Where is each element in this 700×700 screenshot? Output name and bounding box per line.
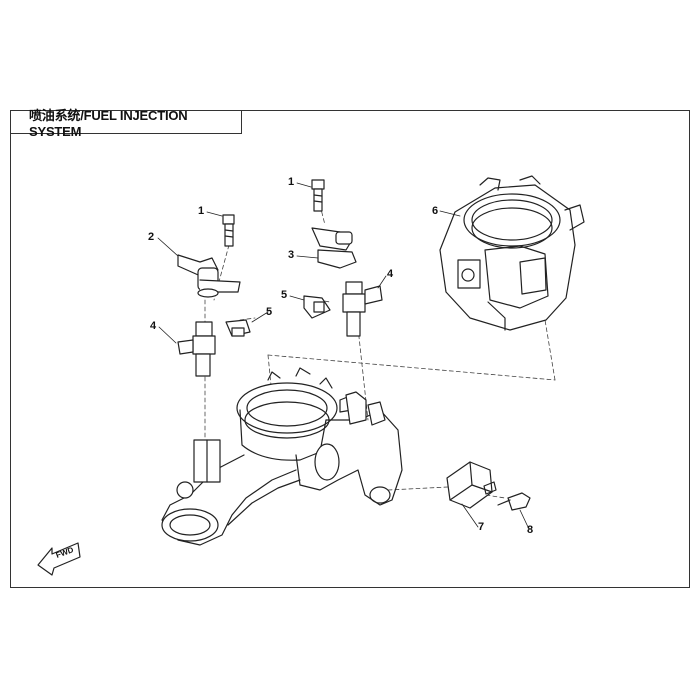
callout-bolt-b: 1 <box>288 176 295 188</box>
callout-throttle-body: 6 <box>432 205 439 217</box>
injector-cap-left-part <box>177 254 241 298</box>
callout-injector-cap-right: 3 <box>288 249 295 261</box>
callout-clip-right: 5 <box>281 289 288 301</box>
callout-clip-left: 5 <box>266 306 273 318</box>
diagram-frame <box>10 110 690 588</box>
leader-lines <box>157 182 529 528</box>
fwd-arrow-icon <box>37 542 81 576</box>
sensor-part <box>446 461 497 509</box>
callout-injector-right: 4 <box>387 268 394 280</box>
callout-sensor: 7 <box>478 521 485 533</box>
clip-right-part <box>303 295 331 319</box>
throttle-body-part <box>439 175 585 331</box>
diagram-title-text: 喷油系统/FUEL INJECTION SYSTEM <box>29 108 188 139</box>
bolt-right-part <box>311 179 325 212</box>
callout-injector-cap-left: 2 <box>148 231 155 243</box>
sensor-bolt-part <box>497 492 531 511</box>
callout-bolt-a: 1 <box>198 205 205 217</box>
injector-right-part <box>342 281 383 337</box>
callout-injector-left: 4 <box>150 320 157 332</box>
callout-sensor-bolt: 8 <box>527 524 534 536</box>
injector-cap-right-part <box>311 227 357 269</box>
injector-left-part <box>177 321 216 377</box>
bolt-left-part <box>222 214 235 247</box>
clip-left-part <box>225 319 251 337</box>
diagram-title: 喷油系统/FUEL INJECTION SYSTEM <box>10 108 242 139</box>
intake-manifold-part <box>161 367 403 546</box>
